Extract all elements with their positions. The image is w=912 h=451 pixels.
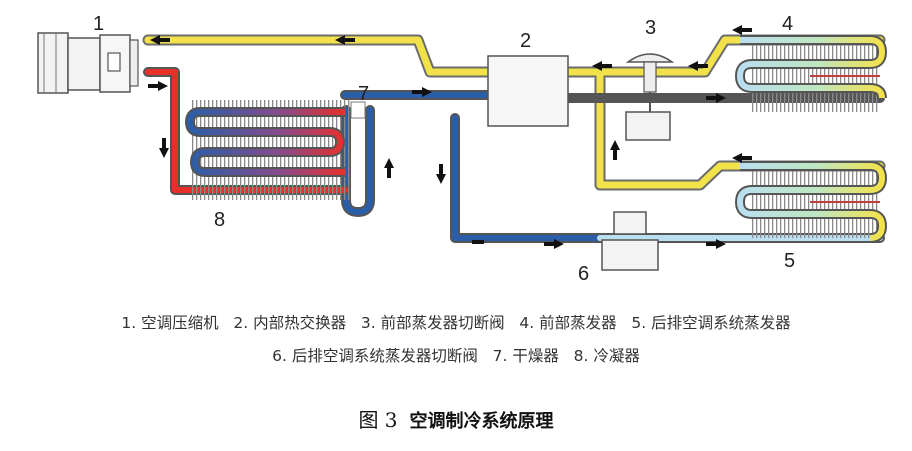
label-7: 7 [358,83,369,105]
refrigeration-diagram: 1 2 3 4 5 6 7 8 [37,13,888,285]
label-8: 8 [214,209,225,231]
rear-evaporator [734,161,888,243]
flow-arrow-right-icon [706,93,726,103]
figure-caption: 图 3 空调制冷系统原理 [0,404,912,433]
liquid-line [342,92,603,241]
label-3: 3 [645,17,656,39]
legend-line-1: 1. 空调压缩机 2. 内部热交换器 3. 前部蒸发器切断阀 4. 前部蒸发器 … [121,314,791,332]
label-2: 2 [520,30,531,52]
label-6: 6 [578,263,589,285]
flow-arrow-right-icon [706,239,726,249]
heat-exchanger [487,55,569,127]
flow-arrow-left-icon [150,35,170,45]
front-shutoff-valve [625,53,675,141]
label-4: 4 [782,13,793,35]
label-1: 1 [93,13,104,35]
compressor [37,32,139,94]
flow-arrow-left-icon [732,153,752,163]
flow-arrow-left-icon [335,35,355,45]
label-5: 5 [784,250,795,272]
figure-title: 空调制冷系统原理 [409,411,554,432]
flow-arrow-right-icon [148,81,168,91]
flow-arrow-up-icon [610,140,620,160]
flow-arrows [148,25,752,249]
flow-arrow-up-icon [384,158,394,178]
legend-line-2: 6. 后排空调系统蒸发器切断阀 7. 干燥器 8. 冷凝器 [272,347,640,365]
flow-arrow-left-icon [732,25,752,35]
component-numbers: 1 2 3 4 5 6 7 8 [93,13,795,285]
rear-shutoff-valve [601,211,659,271]
flow-arrow-down-icon [159,138,169,158]
condenser [184,100,350,200]
flow-arrow-left-icon [592,61,612,71]
front-evaporator [734,35,888,112]
dryer [350,101,366,119]
flow-arrow-down-icon [436,164,446,184]
flow-arrow-right-icon [544,239,564,249]
figure-number: 图 3 [358,408,398,432]
flow-mark [472,240,484,244]
flow-arrow-left-icon [688,61,708,71]
flow-arrow-right-icon [412,87,432,97]
